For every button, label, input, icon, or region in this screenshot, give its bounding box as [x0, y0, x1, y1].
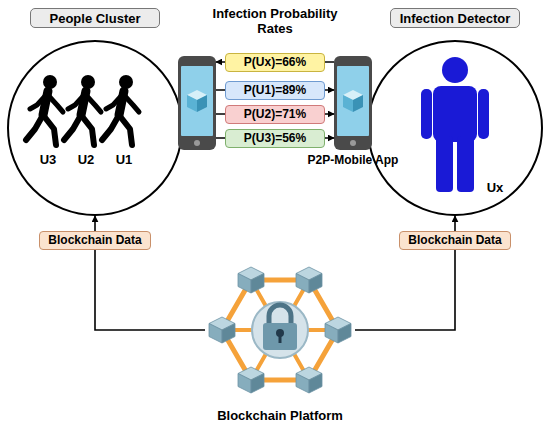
edge-label: P(U1)=89%: [225, 81, 325, 100]
phone-icon: [334, 56, 372, 150]
phone-body: [334, 56, 372, 150]
heading-text: Infection Detector: [400, 11, 511, 26]
phone-screen: [181, 66, 213, 136]
heading-box: People Cluster: [30, 8, 160, 28]
phone-cube: [343, 95, 353, 112]
phone-cube: [353, 95, 363, 112]
circle-node: U3 U2 U1: [7, 40, 216, 216]
circle-outline: [334, 40, 543, 216]
app-label: P2P-Mobile App: [293, 153, 413, 168]
user-label: U1: [109, 152, 139, 167]
circle-border: [368, 41, 542, 215]
edge-label: Blockchain Data: [399, 231, 511, 250]
detector-person: [421, 57, 489, 192]
user-label: U3: [33, 152, 63, 167]
platform-node: Blockchain Platform: [205, 262, 355, 432]
phone-cube: [197, 95, 207, 112]
edge-label: Blockchain Data: [39, 231, 151, 250]
user-label: Ux: [480, 180, 510, 195]
platform-label: Blockchain Platform: [195, 408, 365, 423]
phone-icon: [178, 56, 216, 150]
people-icons: [26, 75, 139, 145]
edge-label: P(Ux)=66%: [225, 53, 325, 72]
circle-outline: [7, 40, 216, 216]
heading-box: Infection Detector: [390, 8, 520, 28]
circle-border: [8, 41, 182, 215]
phone-screen: [337, 66, 369, 136]
phone-button: [350, 140, 356, 146]
blockchain-icon: [209, 267, 351, 393]
phone-button: [194, 140, 200, 146]
user-label: U2: [71, 152, 101, 167]
edge-label: P(U3)=56%: [225, 129, 325, 148]
rates-title: Infection Probability Rates: [211, 6, 339, 36]
heading-text: People Cluster: [49, 11, 140, 26]
phone-body: [178, 56, 216, 150]
circle-node: Ux: [334, 40, 543, 216]
edge-label: P(U2)=71%: [225, 105, 325, 124]
phone-cube: [187, 95, 197, 112]
